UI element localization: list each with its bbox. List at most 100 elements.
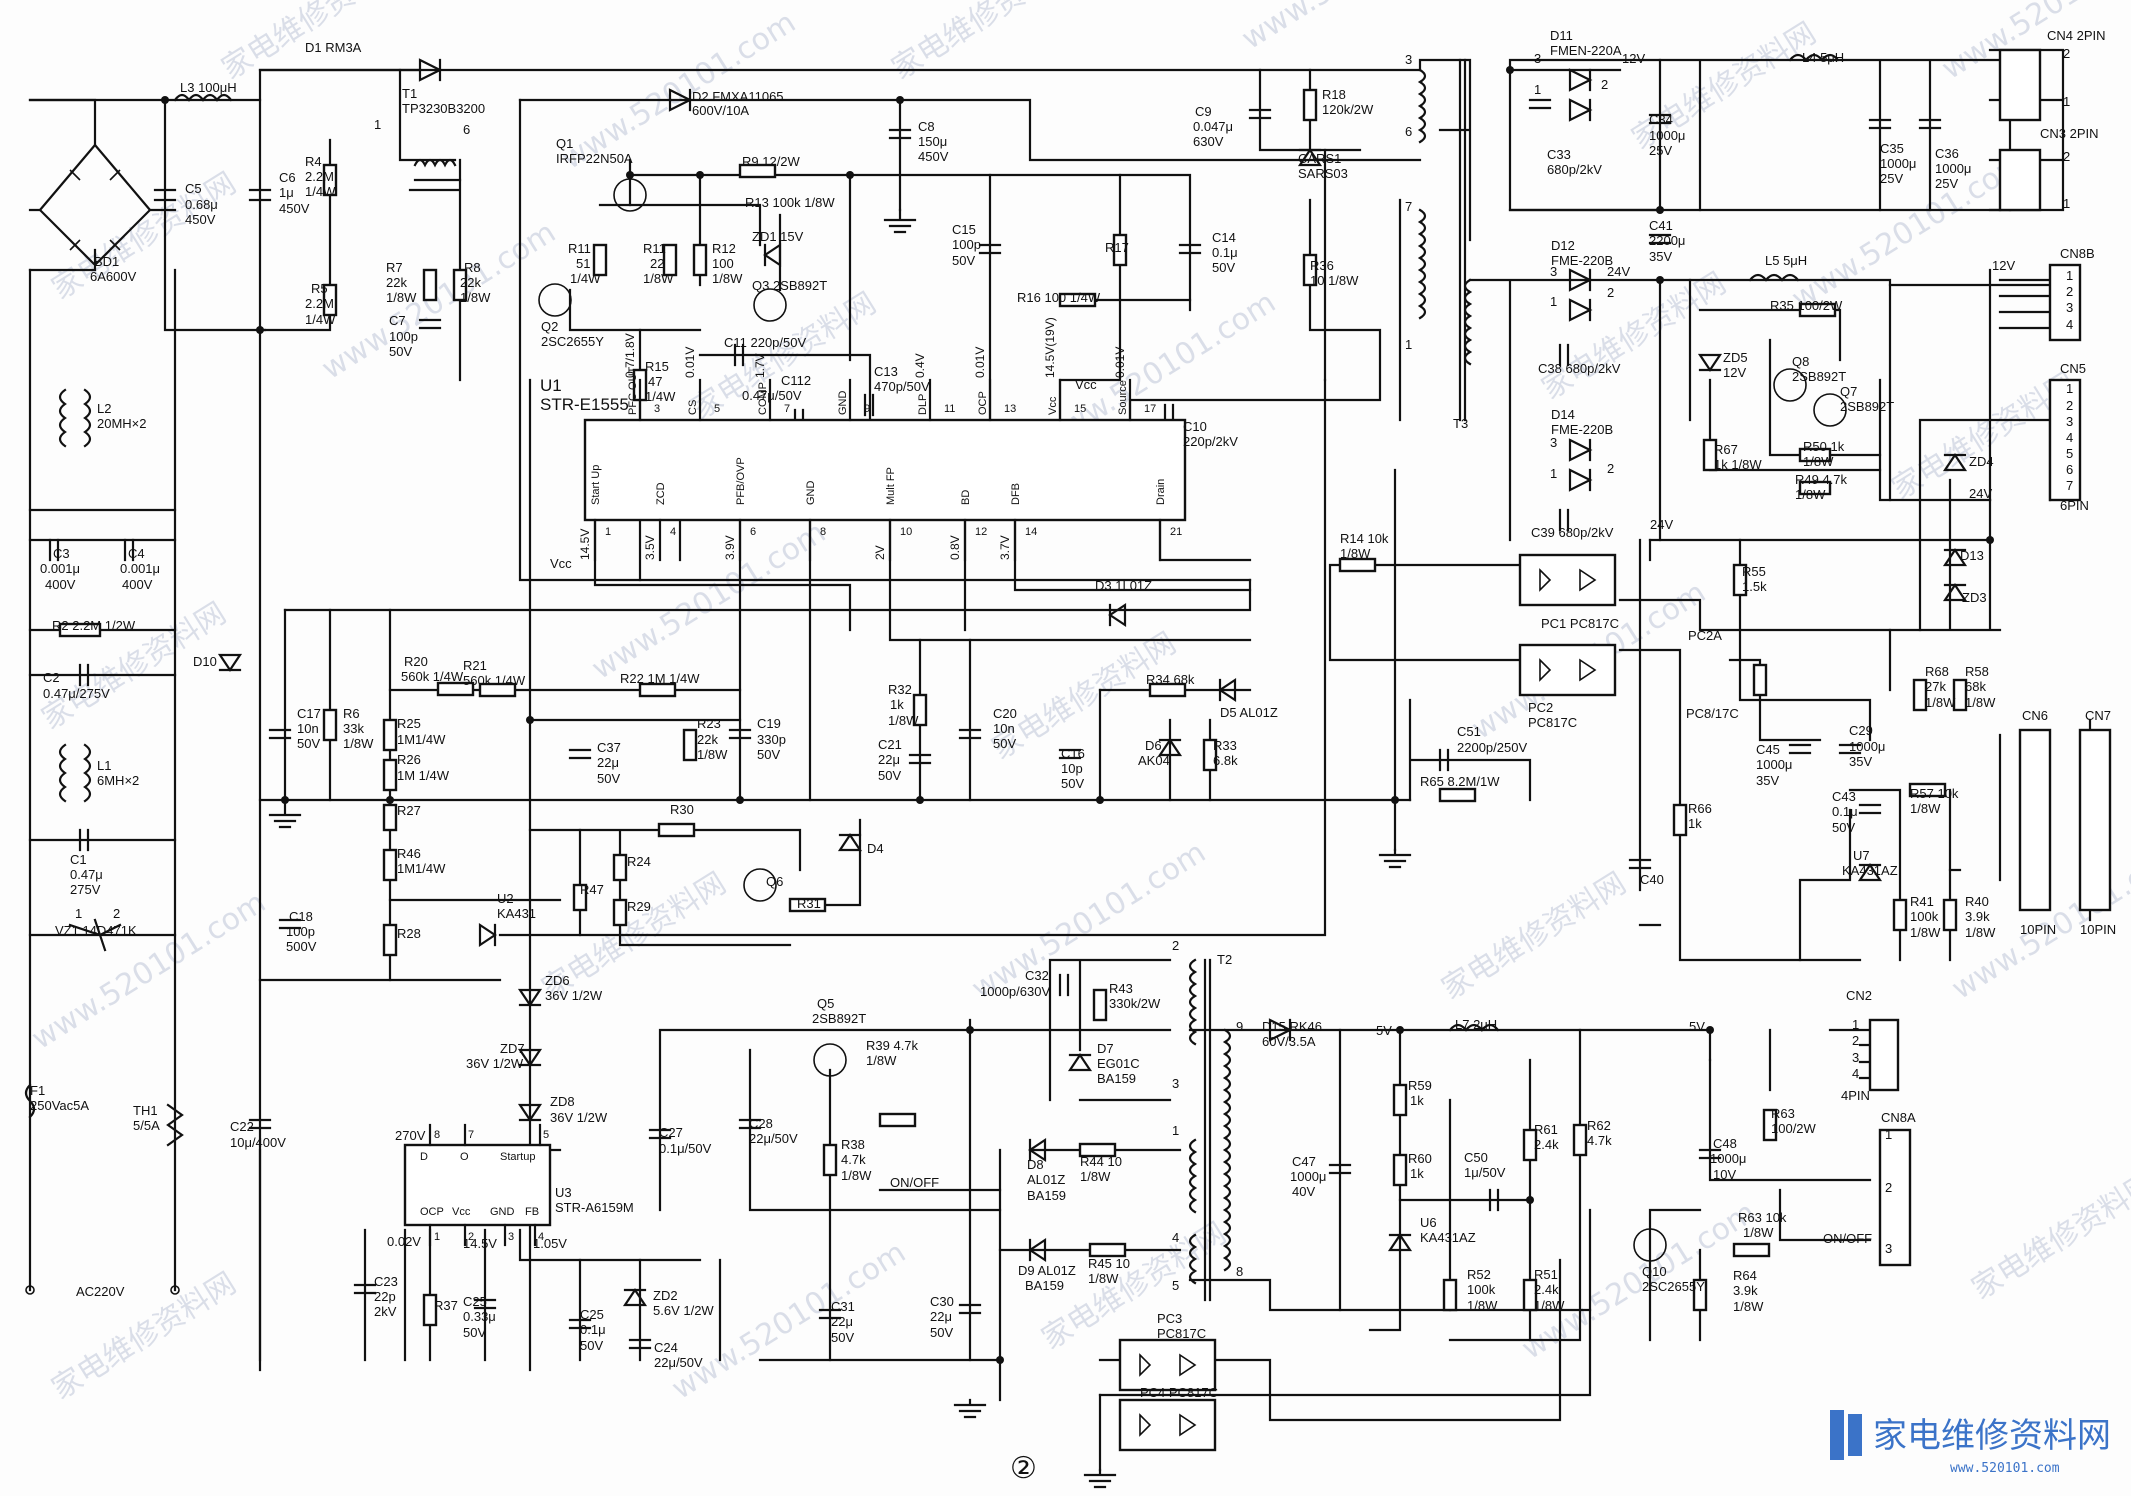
connector-cn8b — [2048, 263, 2082, 342]
u3-pin-number: 8 — [434, 1129, 440, 1141]
component-label: 2200μ — [1649, 233, 1685, 248]
component-label: C38 680p/2kV — [1538, 361, 1621, 376]
u3-pin-name: Startup — [500, 1151, 535, 1163]
component-label: 1M1/4W — [397, 732, 446, 747]
component-label: R11 — [568, 241, 591, 256]
component-label: 1/8W — [866, 1053, 897, 1068]
u1-pin-voltage: 14.5V — [578, 529, 592, 560]
component-label: 22k — [460, 275, 481, 290]
component-label: 5.6V 1/2W — [653, 1303, 714, 1318]
component-label: AC220V — [76, 1284, 125, 1299]
component-label: 1k — [1410, 1166, 1424, 1181]
component-label: C43 — [1832, 789, 1856, 804]
component-label: 0.1μ — [1212, 245, 1238, 260]
component-label: 24V — [1607, 264, 1630, 279]
component-label: 2 — [113, 906, 120, 921]
u3-pin-name: FB — [525, 1206, 539, 1218]
component-label: 22μ — [597, 755, 619, 770]
component-label: R63 — [1771, 1106, 1795, 1121]
component-label: 36V 1/2W — [550, 1110, 608, 1125]
u1-pin-voltage: 14.5V(19V) — [1043, 317, 1057, 378]
component-label: 50V — [389, 344, 412, 359]
component-label: R18 — [1322, 87, 1346, 102]
component-label: 50V — [1061, 776, 1084, 791]
component-label: 22 — [650, 256, 664, 271]
component-label: R58 — [1965, 664, 1989, 679]
component-label: 2 — [1601, 77, 1608, 92]
component-label: L1 — [97, 758, 111, 773]
u1-pin-number: 4 — [670, 526, 676, 538]
component-label: 500V — [286, 939, 317, 954]
component-label: R27 — [397, 803, 421, 818]
component-label: L7 2μH — [1455, 1017, 1497, 1032]
component-label: 12V — [1992, 258, 2015, 273]
component-label: 10 1/8W — [1310, 273, 1359, 288]
component-label: PC2 — [1528, 700, 1553, 715]
component-label: 35V — [1649, 249, 1672, 264]
u1-pin-voltage: 0.01V — [973, 347, 987, 378]
component-label: 10p — [1061, 761, 1083, 776]
component-label: BA159 — [1097, 1071, 1136, 1086]
connector-cn3 — [1998, 148, 2042, 212]
component-label: 12V — [1622, 51, 1645, 66]
component-label: R65 8.2M/1W — [1420, 774, 1500, 789]
component-label: D14 — [1551, 407, 1575, 422]
component-label: 400V — [45, 577, 76, 592]
component-label: Q10 — [1642, 1264, 1667, 1279]
component-label: R46 — [397, 846, 421, 861]
component-label: R30 — [670, 802, 694, 817]
component-label: D15 RK46 — [1262, 1019, 1322, 1034]
u1-pin-name: Vcc — [1047, 396, 1059, 415]
component-label: ZD7 — [500, 1041, 525, 1056]
component-label: 6 — [463, 122, 470, 137]
u1-pin-voltage: 3.9V — [723, 535, 737, 560]
u1-pin-name: ZCD — [655, 482, 667, 505]
component-label: R34 68k — [1146, 672, 1195, 687]
component-label: D8 — [1027, 1157, 1044, 1172]
component-label: L4 5μH — [1802, 50, 1844, 65]
component-label: 4 — [1852, 1066, 1859, 1081]
component-label: ZD5 — [1723, 350, 1748, 365]
component-label: 50V — [297, 736, 320, 751]
component-label: 3 — [1405, 52, 1412, 67]
component-label: 2SB892T — [1840, 399, 1894, 414]
component-label: 1/8W — [1467, 1298, 1498, 1313]
component-label: D6 — [1145, 738, 1162, 753]
component-label: 220p/2kV — [1183, 434, 1238, 449]
component-label: R15 — [645, 359, 669, 374]
component-label: 1/8W — [1534, 1298, 1565, 1313]
component-label: 1M 1/4W — [397, 768, 450, 783]
component-label: 6MH×2 — [97, 773, 139, 788]
component-label: 0.047μ — [1193, 119, 1233, 134]
u3-pin-name: D — [420, 1151, 428, 1163]
component-label: 0.47μ/50V — [742, 388, 802, 403]
component-label: 0.68μ — [185, 197, 218, 212]
u1-pin-voltage: 0.01V — [1113, 347, 1127, 378]
component-label: 25V — [1880, 171, 1903, 186]
brand-name: 家电维修资料网 — [1873, 1416, 2111, 1456]
component-label: R66 — [1688, 801, 1712, 816]
component-label: 27k — [1925, 679, 1946, 694]
component-label: R22 1M 1/4W — [620, 671, 700, 686]
component-label: 2SB892T — [1792, 369, 1846, 384]
component-label: L3 100μH — [180, 80, 237, 95]
component-label: L5 5μH — [1765, 253, 1807, 268]
component-label: R11 — [643, 241, 666, 256]
component-label: U6 — [1420, 1215, 1437, 1230]
component-label: D2 FMXA11065 — [692, 89, 784, 104]
component-label: PC1 PC817C — [1541, 616, 1619, 631]
component-label: R25 — [397, 716, 421, 731]
component-label: C1 — [70, 852, 87, 867]
component-label: 1000μ — [1849, 739, 1885, 754]
u1-pin-voltage: 0.4V — [913, 353, 927, 378]
component-label: R8 — [464, 260, 481, 275]
u1-pin-voltage: 0.01V — [683, 347, 697, 378]
component-label: 22k — [697, 732, 718, 747]
u3-pin-number: 4 — [538, 1231, 544, 1243]
component-label: 1/8W — [1743, 1225, 1774, 1240]
inductor-l3 — [173, 93, 233, 102]
inductor-l7 — [1448, 1023, 1500, 1032]
component-label: 50V — [930, 1325, 953, 1340]
u1-pin-name: Mult FP — [885, 467, 897, 505]
